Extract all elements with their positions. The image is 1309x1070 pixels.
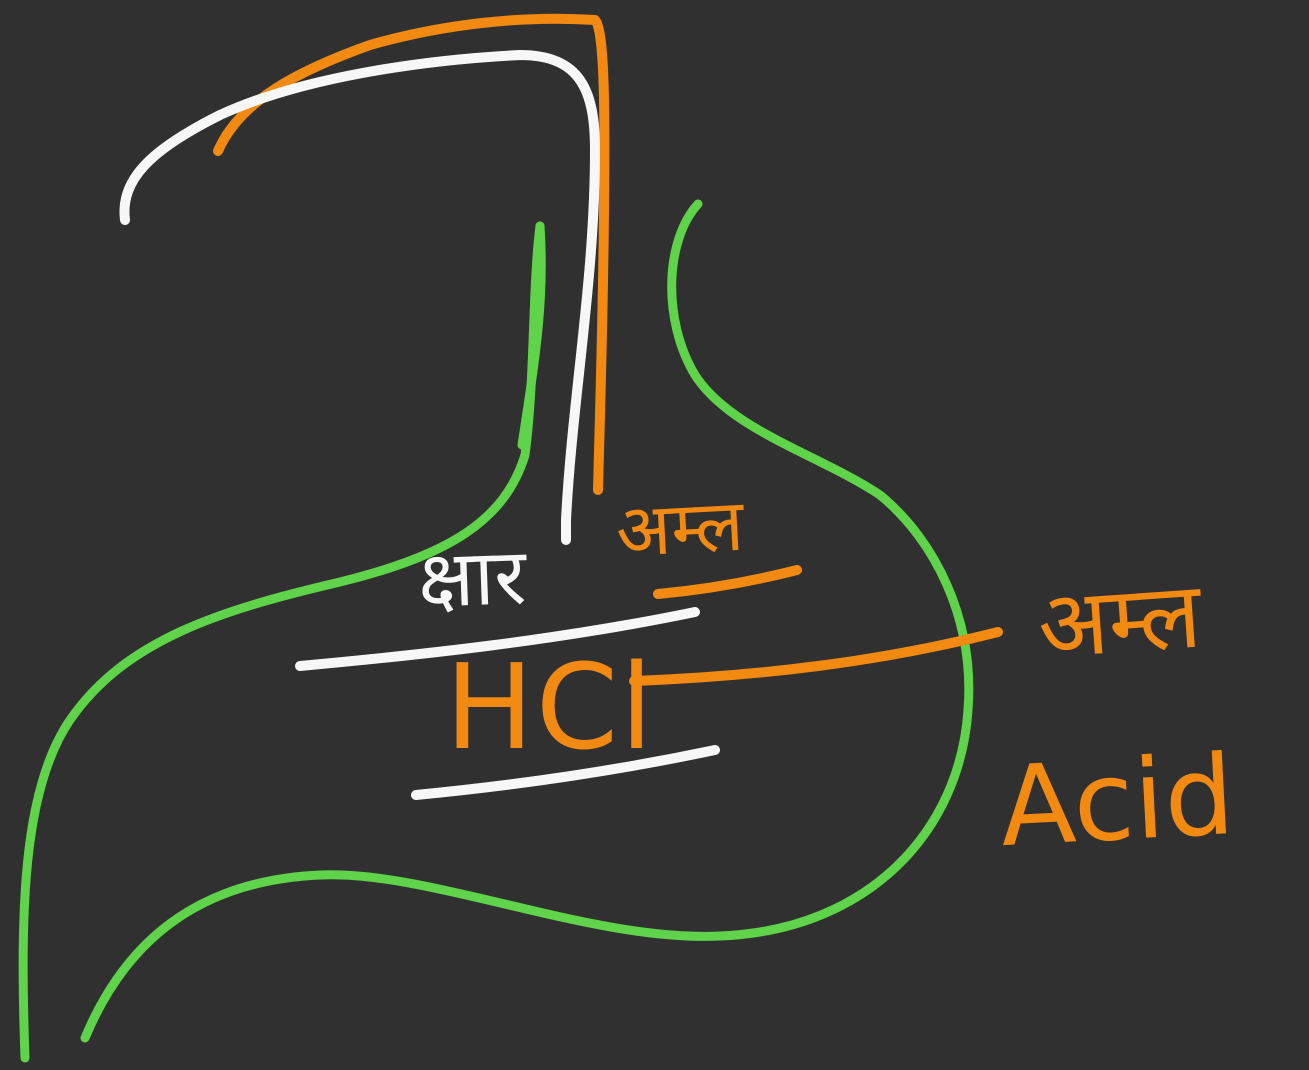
amla-small-label: अम्ल — [613, 482, 746, 574]
underline-amla-small — [653, 565, 802, 599]
acid-label: Acid — [996, 730, 1238, 872]
esophagus-inner-left — [517, 221, 546, 450]
orange-tube-line — [213, 13, 610, 495]
kshar-label: क्षार — [416, 532, 528, 626]
amla-large-label: अम्ल — [1034, 561, 1205, 680]
hcl-pointer-line — [629, 627, 1003, 686]
stomach-outline-right — [80, 199, 974, 1043]
underline-hcl — [411, 745, 720, 800]
underline-kshar — [295, 607, 700, 671]
white-tube-line — [119, 50, 600, 545]
hcl-label: HCl — [445, 638, 655, 776]
